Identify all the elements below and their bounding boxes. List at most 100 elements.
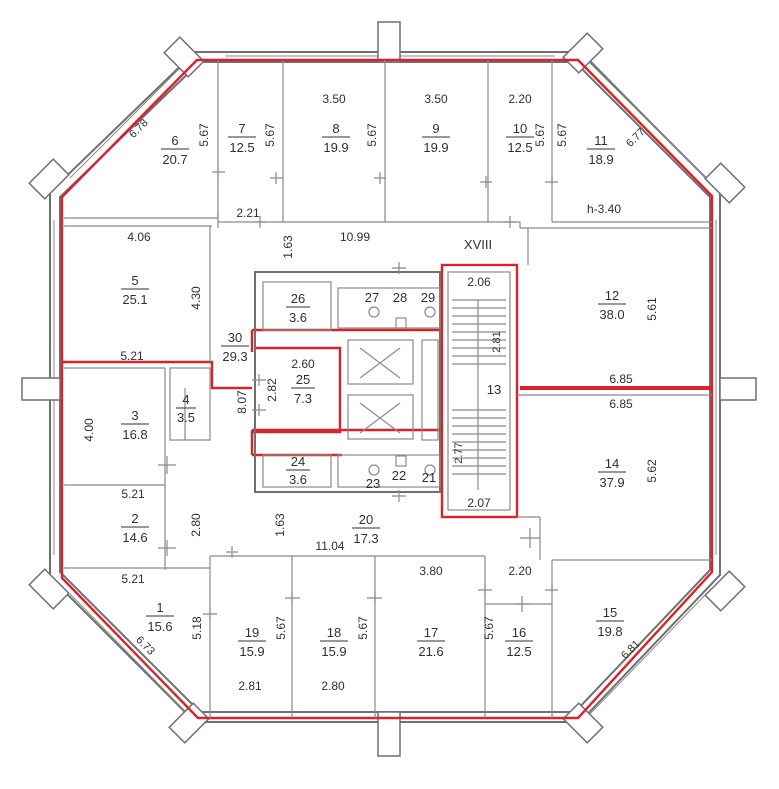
dim-room-5-width: 4.06 — [127, 230, 151, 244]
dim-room-25-depth: 2.82 — [265, 378, 279, 402]
column-west — [21, 377, 61, 401]
dim-room-16-depth: 5.67 — [482, 616, 496, 640]
room-area: 20.7 — [162, 152, 187, 167]
dim-corridor-north: 10.99 — [340, 230, 370, 244]
dim-room-10-depth: 5.67 — [533, 123, 547, 147]
dim-room-18-width: 2.80 — [321, 679, 345, 693]
room-9: 9 19.9 — [422, 121, 450, 155]
dim-room-19-depth: 5.67 — [274, 616, 288, 640]
room-area: 12.5 — [506, 644, 531, 659]
room-area: 18.9 — [588, 152, 613, 167]
column-wnw — [28, 158, 70, 200]
dim-room-30-depth: 8.07 — [235, 390, 249, 414]
dim-diag-nw: 6.78 — [127, 117, 151, 141]
dim-corridor-nw: 2.21 — [236, 206, 260, 220]
elevator-2 — [347, 394, 414, 440]
room-26: 26 3.6 — [286, 291, 310, 325]
room-area: 38.0 — [599, 307, 624, 322]
room-15: 15 19.8 — [596, 605, 624, 639]
room-area: 3.6 — [289, 472, 307, 487]
room-area: 21.6 — [418, 644, 443, 659]
room-2: 2 14.6 — [121, 511, 149, 545]
dim-corridor-west: 2.80 — [189, 513, 203, 537]
room-number: 15 — [603, 605, 617, 620]
column-se — [562, 702, 604, 744]
dim-room-10-width: 2.20 — [508, 92, 532, 106]
dim-room-2-length: 5.21 — [121, 487, 145, 501]
room-number: 3 — [131, 408, 138, 423]
room-area: 15.6 — [147, 619, 172, 634]
dim-stair-upper: 2.81 — [491, 331, 503, 352]
dim-room-1-depth: 5.18 — [190, 616, 204, 640]
room-21-label: 21 — [422, 470, 436, 485]
column-ene — [704, 162, 746, 204]
core — [254, 271, 441, 493]
room-labels: 1 15.6 2 14.6 3 16.8 4 3.5 5 25.1 6 20.7 — [121, 121, 626, 659]
room-number: 16 — [512, 625, 526, 640]
dim-diag-ne: 6.77 — [624, 126, 648, 150]
dim-room-12-depth: 5.61 — [645, 297, 659, 321]
room-area: 37.9 — [599, 475, 624, 490]
room-area: 12.5 — [507, 140, 532, 155]
dim-room-14-depth: 5.62 — [645, 459, 659, 483]
room-7: 7 12.5 — [228, 121, 256, 155]
room-23-label: 23 — [366, 476, 380, 491]
dim-room-9-width: 3.50 — [424, 92, 448, 106]
room-29-label: 29 — [421, 290, 435, 305]
room-number: 1 — [156, 600, 163, 615]
room-11: 11 18.9 — [587, 133, 615, 167]
dim-room-14-length: 6.85 — [609, 397, 633, 411]
room-28-label: 28 — [393, 290, 407, 305]
dim-room-1-length: 5.21 — [121, 572, 145, 586]
room-area: 15.9 — [321, 644, 346, 659]
room-number: 8 — [332, 121, 339, 136]
room-number: 4 — [182, 392, 189, 407]
room-24: 24 3.6 — [286, 454, 310, 487]
room-number: 5 — [131, 273, 138, 288]
dim-room-17-width: 3.80 — [419, 564, 443, 578]
room-number: 20 — [359, 512, 373, 527]
dimensions: 6.78 6.77 6.73 6.81 3.50 3.50 2.20 2.20 … — [82, 92, 659, 693]
room-area: 15.9 — [239, 644, 264, 659]
dim-room-7-depth: 5.67 — [263, 123, 277, 147]
room-number: 30 — [228, 330, 242, 345]
column-ne — [562, 32, 604, 74]
dim-stair-lower: 2.77 — [453, 442, 465, 463]
room-area: 19.9 — [423, 140, 448, 155]
room-number: 2 — [131, 511, 138, 526]
room-12: 12 38.0 — [598, 288, 626, 322]
room-area: 14.6 — [122, 530, 147, 545]
dim-room-18-depth: 5.67 — [356, 616, 370, 640]
column-wsw — [28, 568, 70, 610]
room-number: 11 — [594, 133, 608, 148]
dim-room-5-depth: 4.30 — [189, 286, 203, 310]
room-number: 9 — [432, 121, 439, 136]
room-area: 19.8 — [597, 624, 622, 639]
column-sw — [168, 702, 210, 744]
room-area: 17.3 — [353, 531, 378, 546]
dim-room-25-width: 2.60 — [291, 357, 315, 371]
dim-room-16-width: 2.20 — [508, 564, 532, 578]
ceiling-height-label: h-3.40 — [587, 202, 621, 216]
room-area: 3.5 — [177, 410, 195, 425]
dim-corridor-n-height: 1.63 — [281, 235, 295, 259]
column-north — [377, 21, 401, 63]
room-number: 26 — [291, 291, 305, 306]
dim-room-3-depth: 4.00 — [82, 418, 96, 442]
dim-room-6-depth: 5.67 — [197, 123, 211, 147]
room-25: 25 7.3 — [291, 372, 315, 406]
dim-room-5-length: 5.21 — [120, 349, 144, 363]
room-5: 5 25.1 — [121, 273, 149, 307]
room-area: 29.3 — [222, 349, 247, 364]
room-number: 18 — [327, 625, 341, 640]
dim-corridor-s-height: 1.63 — [273, 513, 287, 537]
dim-room-8-depth: 5.67 — [365, 123, 379, 147]
room-number: 19 — [245, 625, 259, 640]
room-area: 3.6 — [289, 310, 307, 325]
room-8: 8 19.9 — [322, 121, 350, 155]
room-22-label: 22 — [392, 468, 406, 483]
stair-label: XVIII — [464, 237, 492, 252]
room-30: 30 29.3 — [221, 330, 249, 364]
column-east — [719, 377, 757, 401]
